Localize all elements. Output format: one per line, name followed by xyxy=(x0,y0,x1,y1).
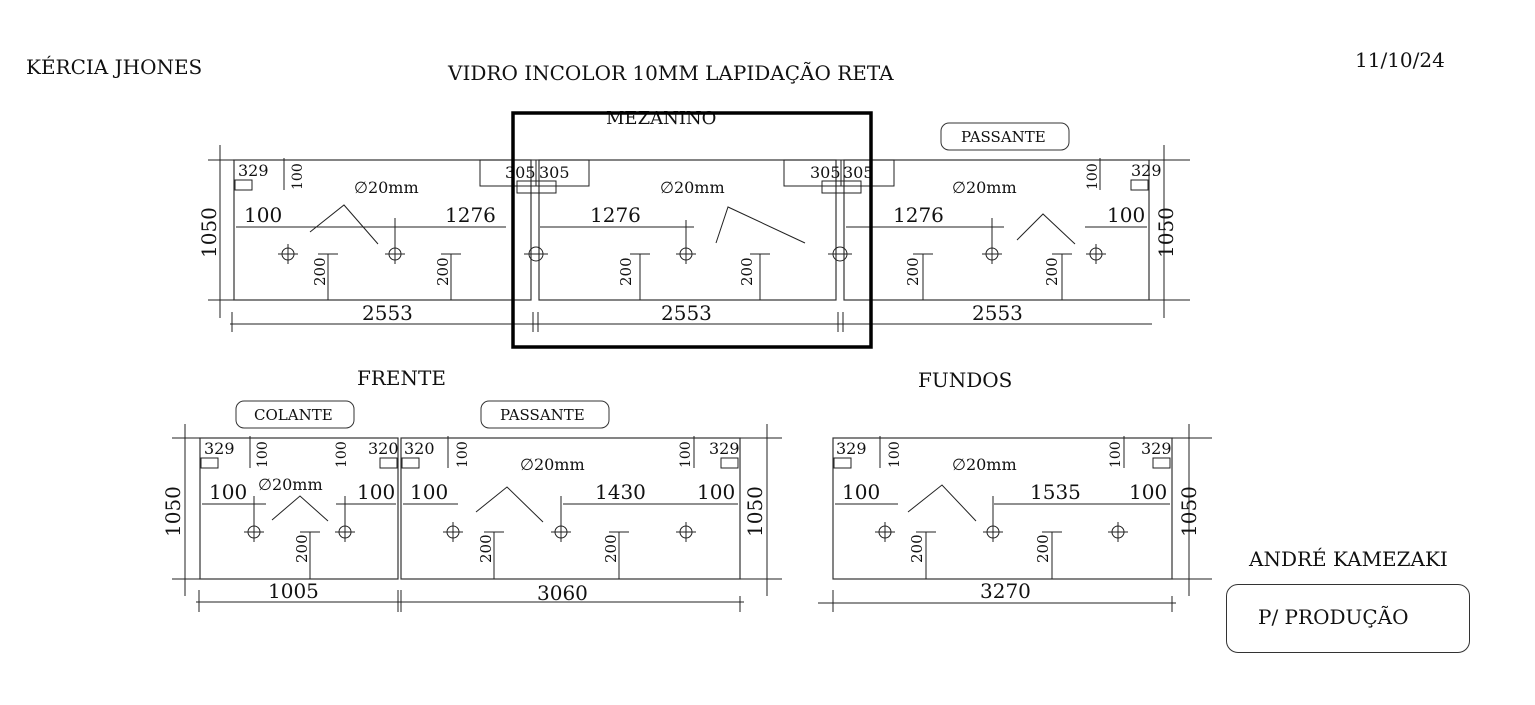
mezanino-offset-200-f: 200 xyxy=(1043,257,1061,286)
mezanino-offset-200-d: 200 xyxy=(738,257,756,286)
frente-edge-100-a: 100 xyxy=(209,480,247,504)
mezanino-notch-305-d: 305 xyxy=(843,163,874,182)
mezanino-notch-305-a: 305 xyxy=(505,163,536,182)
fundos-height: 1050 xyxy=(1177,486,1201,537)
fundos-offset-200-b: 200 xyxy=(1034,534,1052,563)
mezanino-panel-2 xyxy=(538,159,837,301)
mezanino-corner-100-left: 100 xyxy=(290,163,306,190)
mezanino-notch-left xyxy=(479,159,590,187)
highlight-box xyxy=(511,111,873,349)
frente-corner-100-b: 100 xyxy=(334,441,350,468)
frente-offset-200-b: 200 xyxy=(477,534,495,563)
mezanino-spacing-1: 1276 xyxy=(445,203,496,227)
frente-panel-right xyxy=(400,437,741,580)
fundos-corner-329-left: 329 xyxy=(836,439,867,458)
frente-diameter-left: ∅20mm xyxy=(258,475,323,494)
production-stamp-box xyxy=(1226,584,1470,653)
fundos-edge-100-left: 100 xyxy=(842,480,880,504)
mezanino-spacing-3: 1276 xyxy=(893,203,944,227)
fundos-holes xyxy=(875,496,1128,542)
frente-edge-100-c: 100 xyxy=(410,480,448,504)
frente-panel-left xyxy=(199,437,399,580)
fundos-offset-200-a: 200 xyxy=(908,534,926,563)
fundos-corner-100-a: 100 xyxy=(887,441,903,468)
mezanino-width-2: 2553 xyxy=(661,301,712,325)
passante-tag-box-frente xyxy=(480,400,610,429)
passante-tag-frente: PASSANTE xyxy=(500,406,585,424)
mezanino-width-3: 2553 xyxy=(972,301,1023,325)
fundos-corner-329-right: 329 xyxy=(1141,439,1172,458)
mezanino-offset-200-c: 200 xyxy=(617,257,635,286)
mezanino-diameter-2: ∅20mm xyxy=(660,178,725,197)
mezanino-corner-329-right: 329 xyxy=(1131,161,1162,180)
frente-offset-200-c: 200 xyxy=(602,534,620,563)
fundos-corner-100-b: 100 xyxy=(1108,441,1124,468)
mezanino-edge-100-right: 100 xyxy=(1107,203,1145,227)
frente-diameter-right: ∅20mm xyxy=(520,455,585,474)
fundos-section: FUNDOS 1050 3270 329 100 100 329 100 100… xyxy=(818,368,1212,612)
frente-corner-100-a: 100 xyxy=(255,441,271,468)
frente-width-right: 3060 xyxy=(537,581,588,605)
mezanino-corner-100-right: 100 xyxy=(1085,163,1101,190)
fundos-spacing: 1535 xyxy=(1030,480,1081,504)
fundos-edge-100-right: 100 xyxy=(1129,480,1167,504)
fundos-panel xyxy=(832,437,1173,580)
mezanino-offset-200-e: 200 xyxy=(904,257,922,286)
mezanino-offset-200-b: 200 xyxy=(434,257,452,286)
mezanino-spacing-2: 1276 xyxy=(590,203,641,227)
fundos-title: FUNDOS xyxy=(918,368,1012,392)
frente-height-right: 1050 xyxy=(743,486,767,537)
frente-edge-100-b: 100 xyxy=(357,480,395,504)
designer-name: ANDRÉ KAMEZAKI xyxy=(1249,547,1448,571)
frente-holes xyxy=(244,496,696,542)
fundos-diameter: ∅20mm xyxy=(952,455,1017,474)
fundos-width: 3270 xyxy=(980,579,1031,603)
mezanino-offset-200-a: 200 xyxy=(311,257,329,286)
frente-title: FRENTE xyxy=(357,366,446,390)
mezanino-holes xyxy=(278,218,1106,264)
colante-tag-box xyxy=(235,400,355,429)
mezanino-corner-329-left: 329 xyxy=(238,161,269,180)
frente-width-left: 1005 xyxy=(268,579,319,603)
frente-corner-329-left: 329 xyxy=(204,439,235,458)
mezanino-height-left: 1050 xyxy=(197,207,221,258)
frente-corner-320-a: 320 xyxy=(368,439,399,458)
frente-height-left: 1050 xyxy=(161,486,185,537)
mezanino-panel-3 xyxy=(843,159,1150,301)
mezanino-edge-100-left: 100 xyxy=(244,203,282,227)
material-spec: VIDRO INCOLOR 10MM LAPIDAÇÃO RETA xyxy=(448,61,894,85)
frente-corner-329-right: 329 xyxy=(709,439,740,458)
production-stamp-label: P/ PRODUÇÃO xyxy=(1258,605,1409,629)
mezanino-section: MEZANINO PASSANTE 1050 1050 2553 2553 25… xyxy=(197,108,1190,349)
frente-corner-100-c: 100 xyxy=(455,441,471,468)
frente-section: FRENTE COLANTE PASSANTE 1050 1050 1005 3… xyxy=(161,366,782,612)
frente-corner-100-d: 100 xyxy=(678,441,694,468)
mezanino-title: MEZANINO xyxy=(606,108,716,129)
mezanino-diameter-1: ∅20mm xyxy=(354,178,419,197)
frente-offset-200-a: 200 xyxy=(293,534,311,563)
colante-tag: COLANTE xyxy=(254,406,333,424)
client-name: KÉRCIA JHONES xyxy=(26,55,203,79)
passante-tag: PASSANTE xyxy=(961,128,1046,146)
mezanino-notch-right xyxy=(783,159,895,187)
passante-tag-box xyxy=(940,122,1070,151)
frente-edge-100-d: 100 xyxy=(697,480,735,504)
mezanino-notch-305-c: 305 xyxy=(810,163,841,182)
mezanino-panel-1 xyxy=(233,159,532,301)
mezanino-diameter-3: ∅20mm xyxy=(952,178,1017,197)
drawing-date: 11/10/24 xyxy=(1355,48,1445,72)
frente-corner-320-b: 320 xyxy=(404,439,435,458)
mezanino-notch-305-b: 305 xyxy=(539,163,570,182)
frente-spacing: 1430 xyxy=(595,480,646,504)
mezanino-height-right: 1050 xyxy=(1154,207,1178,258)
mezanino-width-1: 2553 xyxy=(362,301,413,325)
